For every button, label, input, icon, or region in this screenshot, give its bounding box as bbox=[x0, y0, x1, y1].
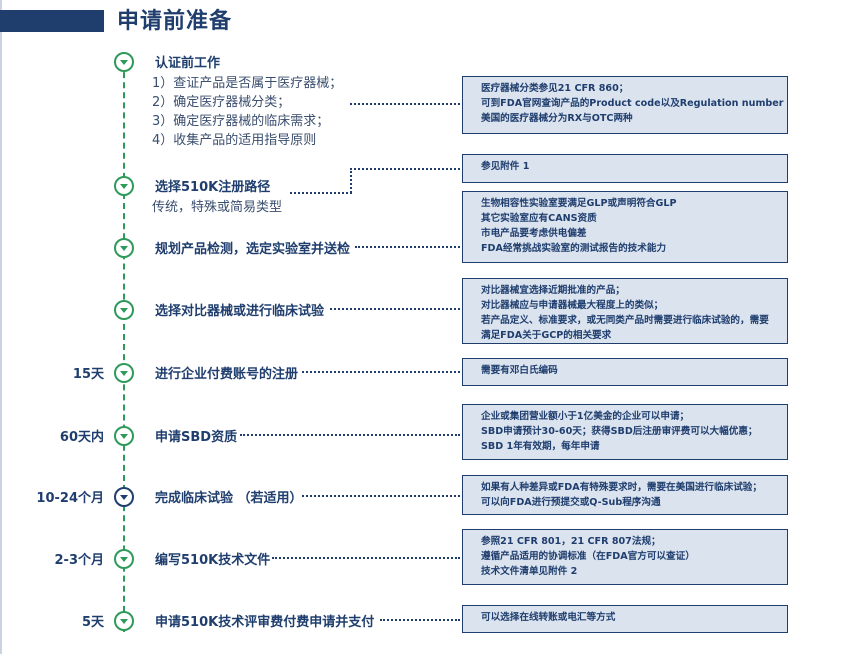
note-box-3: 生物相容性实验室要满足GLP或声明符合GLP 其它实验室应有CANS资质 市电产… bbox=[462, 191, 788, 263]
connector-9 bbox=[380, 619, 460, 621]
connector-2c bbox=[350, 168, 460, 170]
connector-2a bbox=[290, 192, 352, 194]
note-1-line-1: 医疗器械分类参见21 CFR 860； bbox=[481, 83, 629, 94]
timeline-line bbox=[123, 52, 125, 632]
step-1-sub-3: 3）确定医疗器械的临床需求； bbox=[152, 114, 330, 129]
left-edge-rule bbox=[0, 0, 2, 654]
connector-8 bbox=[272, 557, 460, 559]
note-9-line-1: 可以选择在线转账或电汇等方式 bbox=[481, 612, 616, 623]
step-7-title: 完成临床试验 （若适用） bbox=[155, 491, 303, 506]
note-4-line-3: 若产品定义、标准要求，或无同类产品时需要进行临床试验的，需要 bbox=[481, 315, 769, 326]
timeline-node-7-chevron-down-icon bbox=[114, 487, 134, 507]
connector-7 bbox=[302, 495, 460, 497]
page-title: 申请前准备 bbox=[117, 9, 233, 34]
note-8-line-1: 参照21 CFR 801，21 CFR 807法规； bbox=[481, 536, 661, 547]
step-6-title: 申请SBD资质 bbox=[155, 430, 238, 445]
note-5-line-1: 需要有邓白氏编码 bbox=[481, 365, 558, 376]
step-1-sub-1: 1）查证产品是否属于医疗器械； bbox=[152, 76, 343, 91]
note-box-7: 如果有人种差异或FDA有特殊要求时，需要在美国进行临床试验； 可以向FDA进行预… bbox=[462, 475, 788, 515]
note-6-line-3: SBD 1年有效期，每年申请 bbox=[481, 441, 600, 452]
step-2-sub-1: 传统，特殊或简易类型 bbox=[152, 200, 283, 215]
timeline-node-6-chevron-down-icon bbox=[114, 426, 134, 446]
note-6-line-2: SBD申请预计30-60天；获得SBD后注册审评费可以大幅优惠； bbox=[481, 426, 758, 437]
note-box-6: 企业或集团营业额小于1亿美金的企业可以申请； SBD申请预计30-60天；获得S… bbox=[462, 404, 788, 460]
connector-5 bbox=[302, 371, 460, 373]
connector-6 bbox=[240, 434, 460, 436]
note-box-5: 需要有邓白氏编码 bbox=[462, 358, 788, 386]
connector-2b bbox=[350, 168, 352, 193]
note-3-line-1: 生物相容性实验室要满足GLP或声明符合GLP bbox=[481, 198, 677, 209]
timeline-node-5-chevron-down-icon bbox=[114, 363, 134, 383]
connector-3 bbox=[355, 246, 460, 248]
note-6-line-1: 企业或集团营业额小于1亿美金的企业可以申请； bbox=[481, 411, 690, 422]
note-box-4: 对比器械宜选择近期批准的产品； 对比器械应与申请器械最大程度上的类似； 若产品定… bbox=[462, 278, 788, 344]
connector-1 bbox=[350, 103, 460, 105]
note-7-line-1: 如果有人种差异或FDA有特殊要求时，需要在美国进行临床试验； bbox=[481, 482, 762, 493]
note-4-line-2: 对比器械应与申请器械最大程度上的类似； bbox=[481, 300, 664, 311]
title-accent-bar bbox=[0, 10, 104, 32]
note-box-8: 参照21 CFR 801，21 CFR 807法规； 遵循产品适用的协调标准（在… bbox=[462, 529, 788, 585]
step-1-sub-2: 2）确定医疗器械分类； bbox=[152, 95, 291, 110]
note-4-line-1: 对比器械宜选择近期批准的产品； bbox=[481, 285, 625, 296]
timeline-node-9-chevron-down-icon bbox=[114, 611, 134, 631]
step-9-title: 申请510K技术评审费付费申请并支付 bbox=[155, 615, 375, 630]
note-8-line-2: 遵循产品适用的协调标准（在FDA官方可以查证） bbox=[481, 551, 695, 562]
duration-7: 10-24个月 bbox=[36, 491, 104, 506]
duration-5: 15天 bbox=[72, 367, 104, 382]
note-3-line-3: 市电产品要考虑供电偏差 bbox=[481, 228, 587, 239]
note-8-line-3: 技术文件清单见附件 2 bbox=[481, 566, 578, 577]
step-8-title: 编写510K技术文件 bbox=[155, 553, 271, 568]
note-3-line-2: 其它实验室应有CANS资质 bbox=[481, 213, 597, 224]
duration-6: 60天内 bbox=[59, 430, 104, 445]
timeline-node-4-chevron-down-icon bbox=[114, 300, 134, 320]
note-1-line-3: 美国的医疗器械分为RX与OTC两种 bbox=[481, 113, 633, 124]
step-5-title: 进行企业付费账号的注册 bbox=[155, 367, 299, 382]
note-box-2: 参见附件 1 bbox=[462, 154, 788, 183]
timeline-node-1-chevron-down-icon bbox=[114, 52, 134, 72]
note-7-line-2: 可以向FDA进行预提交或Q-Sub程序沟通 bbox=[481, 497, 661, 508]
duration-8: 2-3个月 bbox=[54, 553, 105, 568]
duration-9: 5天 bbox=[81, 615, 104, 630]
note-box-9: 可以选择在线转账或电汇等方式 bbox=[462, 605, 788, 633]
step-3-title: 规划产品检测，选定实验室并送检 bbox=[155, 242, 351, 257]
timeline-node-8-chevron-down-icon bbox=[114, 549, 134, 569]
step-4-title: 选择对比器械或进行临床试验 bbox=[155, 304, 325, 319]
step-2-title: 选择510K注册路径 bbox=[155, 180, 271, 195]
connector-4 bbox=[330, 308, 460, 310]
note-1-line-2: 可到FDA官网查询产品的Product code以及Regulation num… bbox=[481, 98, 784, 109]
note-2-line-1: 参见附件 1 bbox=[481, 161, 530, 172]
timeline-node-2-chevron-down-icon bbox=[114, 176, 134, 196]
note-3-line-4: FDA经常挑战实验室的测试报告的技术能力 bbox=[481, 243, 667, 254]
note-4-line-4: 满足FDA关于GCP的相关要求 bbox=[481, 330, 612, 341]
step-1-title: 认证前工作 bbox=[155, 56, 221, 71]
note-box-1: 医疗器械分类参见21 CFR 860； 可到FDA官网查询产品的Product … bbox=[462, 76, 788, 134]
timeline-node-3-chevron-down-icon bbox=[114, 238, 134, 258]
step-1-sub-4: 4）收集产品的适用指导原则 bbox=[152, 133, 317, 148]
